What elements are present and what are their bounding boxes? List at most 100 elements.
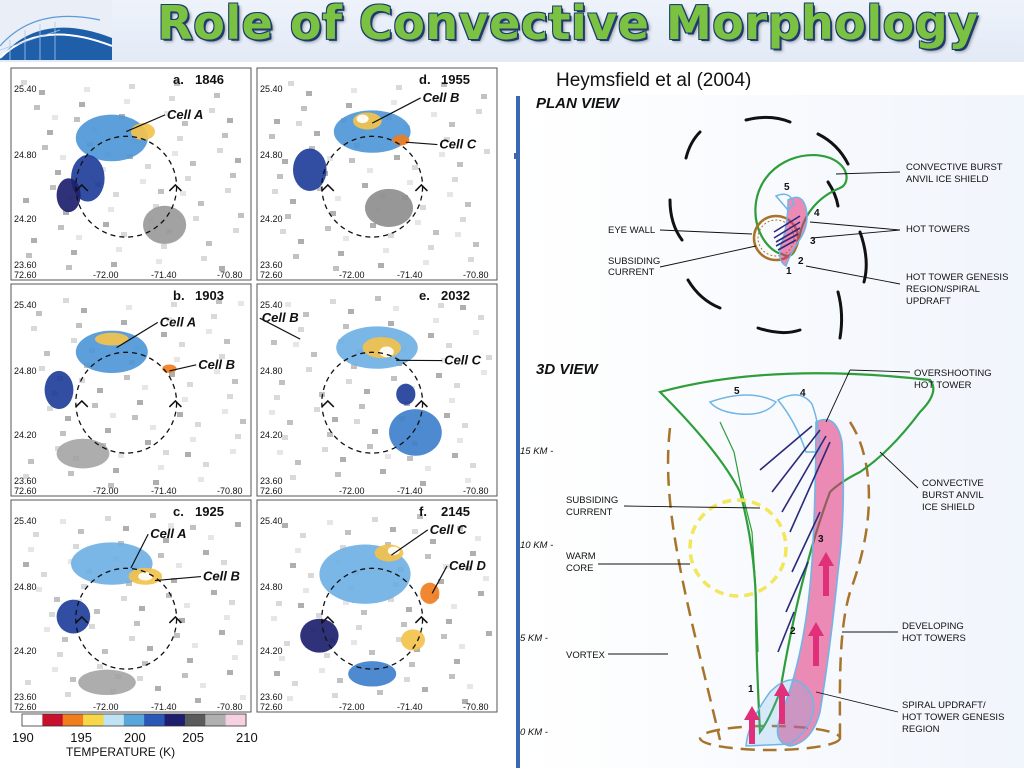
3d-label-spiral-3: REGION: [902, 724, 940, 735]
panel-speckle: [139, 606, 145, 611]
panel-speckle: [460, 305, 466, 310]
panel-speckle: [378, 263, 384, 268]
panel-speckle: [219, 630, 225, 635]
panel-speckle: [224, 615, 230, 620]
cloud-blob: [57, 439, 110, 469]
cloud-blob: [78, 670, 136, 695]
citation: Heymsfield et al (2004): [556, 70, 751, 92]
panel-speckle: [97, 664, 103, 669]
lat-label-bottom: 23.60: [260, 260, 283, 270]
lon-label-2: -71.40: [397, 702, 423, 712]
panel-speckle: [486, 355, 492, 360]
panel-speckle: [465, 478, 471, 483]
panel-speckle: [422, 687, 428, 692]
panel-speckle: [156, 259, 162, 264]
panel-speckle: [330, 299, 336, 304]
panel-speckle: [47, 130, 53, 135]
panel-speckle: [345, 530, 351, 535]
panel-speckle: [230, 173, 236, 178]
panel-speckle: [121, 320, 127, 325]
panel-speckle: [308, 573, 314, 578]
panel-speckle: [425, 466, 431, 471]
lat-label-top: 25.40: [260, 84, 283, 94]
panel-speckle: [481, 94, 487, 99]
panel-speckle: [123, 526, 129, 531]
3d-num-3: 3: [818, 534, 824, 545]
panel-speckle: [129, 84, 135, 89]
panel-speckle: [438, 303, 444, 308]
panel-speckle: [70, 677, 76, 682]
panel-speckle: [430, 539, 436, 544]
3d-label-subsiding: SUBSIDING: [566, 495, 618, 506]
panel-speckle: [449, 122, 455, 127]
cloud-blob: [357, 115, 369, 123]
colorbar-segment: [63, 714, 84, 726]
panel-speckle: [351, 88, 357, 93]
panel-speckle: [132, 415, 138, 420]
panel-speckle: [475, 536, 481, 541]
panel-speckle: [319, 668, 325, 673]
lon-label-left: 72.60: [14, 486, 37, 496]
cloud-blob: [138, 572, 152, 580]
colorbar-segment: [22, 714, 43, 726]
panel-speckle: [147, 646, 153, 651]
panel-speckle: [121, 596, 127, 601]
cloud-blob: [57, 178, 81, 212]
panel-speckle: [468, 257, 474, 262]
panel-speckle: [169, 96, 175, 101]
panel-speckle: [306, 367, 312, 372]
panel-time: 1955: [441, 72, 470, 87]
panel-speckle: [235, 522, 241, 527]
panel-speckle: [332, 417, 338, 422]
colorbar-tick: 205: [182, 730, 204, 745]
panel-speckle: [423, 260, 429, 265]
plan-num-2: 2: [798, 256, 804, 267]
panel-speckle: [274, 395, 280, 400]
3d-label-cb-3: ICE SHIELD: [922, 502, 975, 513]
cell-label: Cell C: [439, 137, 476, 152]
3d-label-overshooting-2: HOT TOWER: [914, 380, 972, 391]
panel-speckle: [383, 248, 389, 253]
panel-speckle: [269, 410, 275, 415]
panel-label: c.: [173, 504, 184, 519]
panel-speckle: [126, 305, 132, 310]
panel-speckle: [332, 693, 338, 698]
cloud-blob: [396, 384, 415, 405]
panel-speckle: [390, 527, 396, 532]
panel-speckle: [198, 477, 204, 482]
panel-speckle: [92, 403, 98, 408]
panel-speckle: [279, 656, 285, 661]
panel-speckle: [412, 529, 418, 534]
panel-speckle: [401, 622, 407, 627]
panel-speckle: [153, 480, 159, 485]
panel-speckle: [124, 375, 130, 380]
panel-speckle: [158, 465, 164, 470]
panel-speckle: [174, 357, 180, 362]
lon-label-1: -72.00: [93, 270, 119, 280]
panel-speckle: [39, 366, 45, 371]
3d-label-current: CURRENT: [566, 507, 613, 518]
panel-speckle: [388, 321, 394, 326]
cloud-blob: [162, 365, 176, 373]
panel-speckle: [460, 217, 466, 222]
panel-speckle: [206, 329, 212, 334]
panel-speckle: [182, 673, 188, 678]
panel-speckle: [36, 311, 42, 316]
lat-label-bottom: 23.60: [14, 260, 37, 270]
panel-speckle: [221, 560, 227, 565]
cell-label: Cell B: [198, 357, 235, 372]
panel-speckle: [211, 314, 217, 319]
panel-speckle: [116, 247, 122, 252]
lat-label-mid: 24.80: [260, 582, 283, 592]
panel-speckle: [63, 298, 69, 303]
lon-label-right: -70.80: [217, 270, 243, 280]
colorbar-tick: 210: [236, 730, 258, 745]
panel-speckle: [195, 698, 201, 703]
panel-speckle: [208, 535, 214, 540]
panel-speckle: [290, 199, 296, 204]
panel-speckle: [33, 532, 39, 537]
panel-speckle: [457, 438, 463, 443]
panel-speckle: [449, 398, 455, 403]
panel-speckle: [452, 177, 458, 182]
3d-num-5: 5: [734, 386, 740, 397]
